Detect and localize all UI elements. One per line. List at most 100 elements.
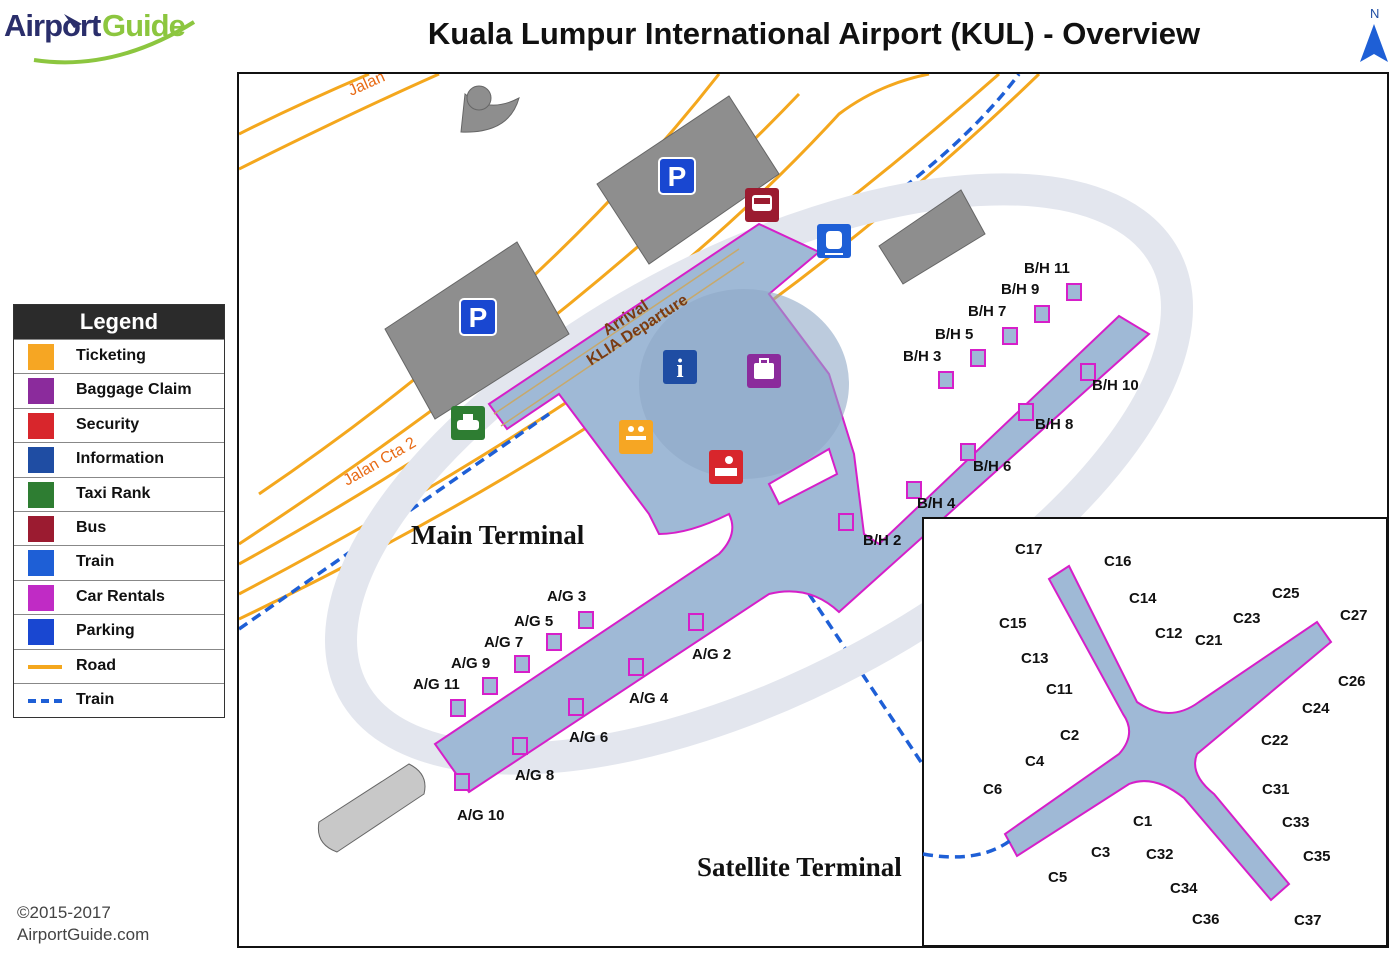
gate-label: C3 — [1091, 844, 1110, 861]
taxi-icon[interactable] — [451, 406, 485, 440]
train-line-icon — [28, 698, 62, 703]
gate-label: B/H 7 — [968, 303, 1006, 320]
satellite-inner-train — [922, 838, 1013, 859]
gate-label: C23 — [1233, 610, 1261, 627]
gate-label: C17 — [1015, 541, 1043, 558]
logo-text-airport: Airport — [4, 8, 101, 43]
building-east — [878, 189, 986, 285]
gate-label: B/H 2 — [863, 532, 901, 549]
gate-label: C27 — [1340, 607, 1368, 624]
legend-panel: Legend Ticketing Baggage Claim Security … — [13, 304, 225, 719]
ticketing-icon[interactable] — [619, 420, 653, 454]
security-icon[interactable] — [709, 450, 743, 484]
baggage-claim-icon — [28, 378, 54, 405]
logo-swoosh-icon — [33, 14, 196, 65]
copyright-years: ©2015-2017 — [17, 903, 111, 922]
legend-item-parking: Parking — [14, 614, 224, 648]
gate-label: A/G 3 — [547, 588, 586, 605]
baggage-claim-icon[interactable] — [747, 354, 781, 388]
satellite-terminal-label: Satellite Terminal — [697, 852, 902, 882]
logo-text-guide: Guide — [102, 8, 186, 43]
gate-label: A/G 4 — [629, 690, 669, 707]
ag-gate-labels: A/G 3 A/G 5 A/G 7 A/G 9 A/G 11 A/G 2 A/G… — [413, 588, 731, 824]
svg-text:P: P — [469, 302, 488, 333]
satellite-terminal-building — [1003, 564, 1333, 902]
gate-label: C24 — [1302, 700, 1330, 717]
gate-label: C2 — [1060, 727, 1079, 744]
gate-label: A/G 7 — [484, 634, 523, 651]
information-icon[interactable]: i — [663, 350, 697, 384]
gate-label: C36 — [1192, 911, 1220, 928]
gate-label: C21 — [1195, 632, 1223, 649]
road-label-jalan: Jalan — [346, 74, 388, 100]
gate-label: C14 — [1129, 590, 1157, 607]
train-icon — [28, 550, 54, 577]
page-title: Kuala Lumpur International Airport (KUL)… — [427, 16, 1201, 51]
gate-label: A/G 10 — [457, 807, 505, 824]
gate-label: C6 — [983, 781, 1002, 798]
terminal-map[interactable]: P P i — [239, 74, 1387, 946]
gate-label: A/G 9 — [451, 655, 490, 672]
car-rental-icon — [28, 584, 54, 611]
gate-label: C31 — [1262, 781, 1290, 798]
gate-label: C34 — [1170, 880, 1198, 897]
gate-label: A/G 2 — [692, 646, 731, 663]
security-icon — [28, 412, 54, 439]
legend-item-road: Road — [14, 648, 224, 683]
gate-label: C15 — [999, 615, 1027, 632]
gate-label: C32 — [1146, 846, 1174, 863]
gate-label: B/H 6 — [973, 458, 1011, 475]
gate-label: C1 — [1133, 813, 1152, 830]
gate-label: C22 — [1261, 732, 1289, 749]
parking-icon-north[interactable]: P — [658, 157, 696, 195]
bus-icon — [28, 515, 54, 542]
control-tower — [466, 85, 492, 111]
ticketing-icon — [28, 344, 54, 370]
gate-label: C13 — [1021, 650, 1049, 667]
hangar-southwest — [317, 763, 426, 853]
gate-label: C16 — [1104, 553, 1132, 570]
map-frame[interactable]: P P i — [237, 72, 1389, 948]
gate-label: C25 — [1272, 585, 1300, 602]
copyright-site: AirportGuide.com — [17, 925, 150, 944]
information-icon — [28, 447, 54, 474]
legend-item-ticketing: Ticketing — [14, 339, 224, 373]
legend-item-train-line: Train — [14, 682, 224, 717]
legend-item-taxi-rank: Taxi Rank — [14, 476, 224, 511]
gate-label: B/H 3 — [903, 348, 941, 365]
gate-label: A/G 11 — [413, 676, 460, 693]
compass-label: N — [1370, 6, 1379, 21]
gate-label: A/G 5 — [514, 613, 553, 630]
gate-label: B/H 4 — [917, 495, 956, 512]
parking-icon-west[interactable]: P — [459, 298, 497, 336]
gate-label: C12 — [1155, 625, 1183, 642]
bus-icon[interactable] — [745, 188, 779, 222]
gate-label: C26 — [1338, 673, 1366, 690]
road-line-icon — [28, 664, 62, 669]
svg-text:i: i — [676, 354, 683, 383]
gate-label: C33 — [1282, 814, 1310, 831]
main-terminal-building — [433, 222, 1151, 794]
gate-label: A/G 8 — [515, 767, 554, 784]
gate-label: B/H 11 — [1024, 260, 1070, 277]
gate-label: C35 — [1303, 848, 1331, 865]
legend-item-security: Security — [14, 407, 224, 442]
gate-label: A/G 6 — [569, 729, 608, 746]
gate-label: B/H 8 — [1035, 416, 1073, 433]
legend-item-car-rentals: Car Rentals — [14, 579, 224, 614]
gate-label: C4 — [1025, 753, 1045, 770]
svg-text:P: P — [668, 161, 687, 192]
gate-label: B/H 10 — [1092, 377, 1139, 394]
legend-item-baggage-claim: Baggage Claim — [14, 373, 224, 407]
train-icon[interactable] — [817, 224, 851, 258]
legend-item-train: Train — [14, 545, 224, 579]
parking-icon — [28, 619, 54, 646]
airportguide-logo[interactable]: Airport Guide — [4, 2, 204, 66]
main-terminal-label: Main Terminal — [411, 520, 585, 550]
gate-label: C11 — [1046, 681, 1073, 698]
legend-item-information: Information — [14, 442, 224, 476]
c-gate-labels: C17 C16 C14 C15 C12 C21 C13 C11 C23 C25 … — [983, 541, 1368, 929]
legend-title: Legend — [14, 305, 224, 339]
gate-label: C5 — [1048, 869, 1067, 886]
north-arrow-icon: N — [1358, 2, 1394, 66]
